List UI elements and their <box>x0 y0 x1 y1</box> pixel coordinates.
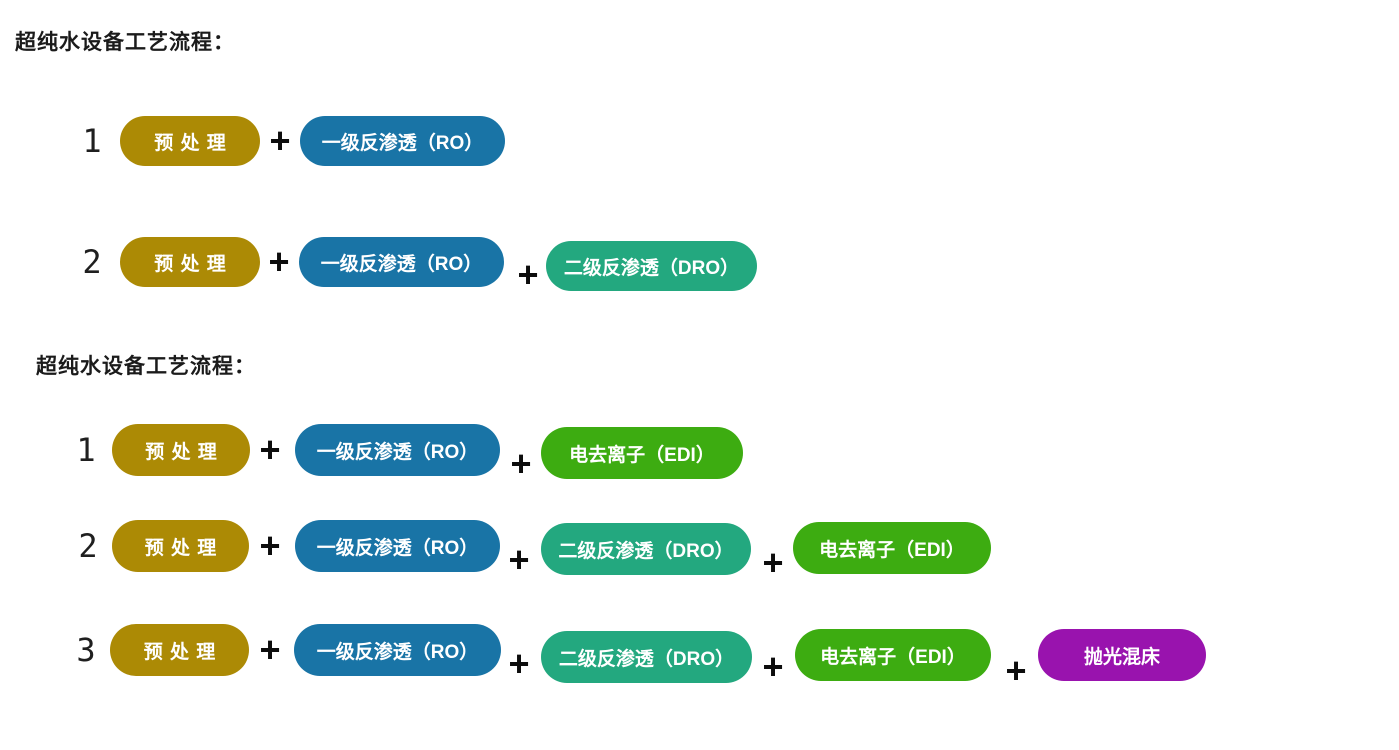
row-number: 3 <box>76 631 96 669</box>
row-number: 1 <box>82 122 102 160</box>
row-number: 2 <box>78 527 98 565</box>
pill-pretreatment: 预处理 <box>120 237 260 287</box>
plus-sign: + <box>1005 650 1027 691</box>
pill-first-stage-ro: 一级反渗透（RO） <box>295 424 500 476</box>
pill-pretreatment: 预处理 <box>110 624 249 676</box>
plus-sign: + <box>259 629 281 670</box>
pill-first-stage-ro: 一级反渗透（RO） <box>294 624 501 676</box>
plus-sign: + <box>508 643 530 684</box>
plus-sign: + <box>510 443 532 484</box>
row-number: 2 <box>82 243 102 281</box>
pill-edi: 电去离子（EDI） <box>541 427 743 479</box>
pill-pretreatment: 预处理 <box>112 424 250 476</box>
plus-sign: + <box>762 646 784 687</box>
section-title: 超纯水设备工艺流程： <box>36 355 256 378</box>
pill-pretreatment: 预处理 <box>120 116 260 166</box>
pill-second-stage-dro: 二级反渗透（DRO） <box>546 241 757 291</box>
pill-first-stage-ro: 一级反渗透（RO） <box>295 520 500 572</box>
plus-sign: + <box>508 539 530 580</box>
pill-second-stage-dro: 二级反渗透（DRO） <box>541 631 752 683</box>
row-number: 1 <box>76 431 96 469</box>
pill-polishing-mixed-bed: 抛光混床 <box>1038 629 1206 681</box>
section-title: 超纯水设备工艺流程： <box>15 31 235 54</box>
pill-edi: 电去离子（EDI） <box>795 629 991 681</box>
plus-sign: + <box>268 241 290 282</box>
plus-sign: + <box>259 429 281 470</box>
plus-sign: + <box>517 254 539 295</box>
plus-sign: + <box>259 525 281 566</box>
plus-sign: + <box>269 120 291 161</box>
pill-first-stage-ro: 一级反渗透（RO） <box>299 237 504 287</box>
pill-edi: 电去离子（EDI） <box>793 522 991 574</box>
pill-first-stage-ro: 一级反渗透（RO） <box>300 116 505 166</box>
pill-second-stage-dro: 二级反渗透（DRO） <box>541 523 751 575</box>
plus-sign: + <box>762 542 784 583</box>
pill-pretreatment: 预处理 <box>112 520 249 572</box>
